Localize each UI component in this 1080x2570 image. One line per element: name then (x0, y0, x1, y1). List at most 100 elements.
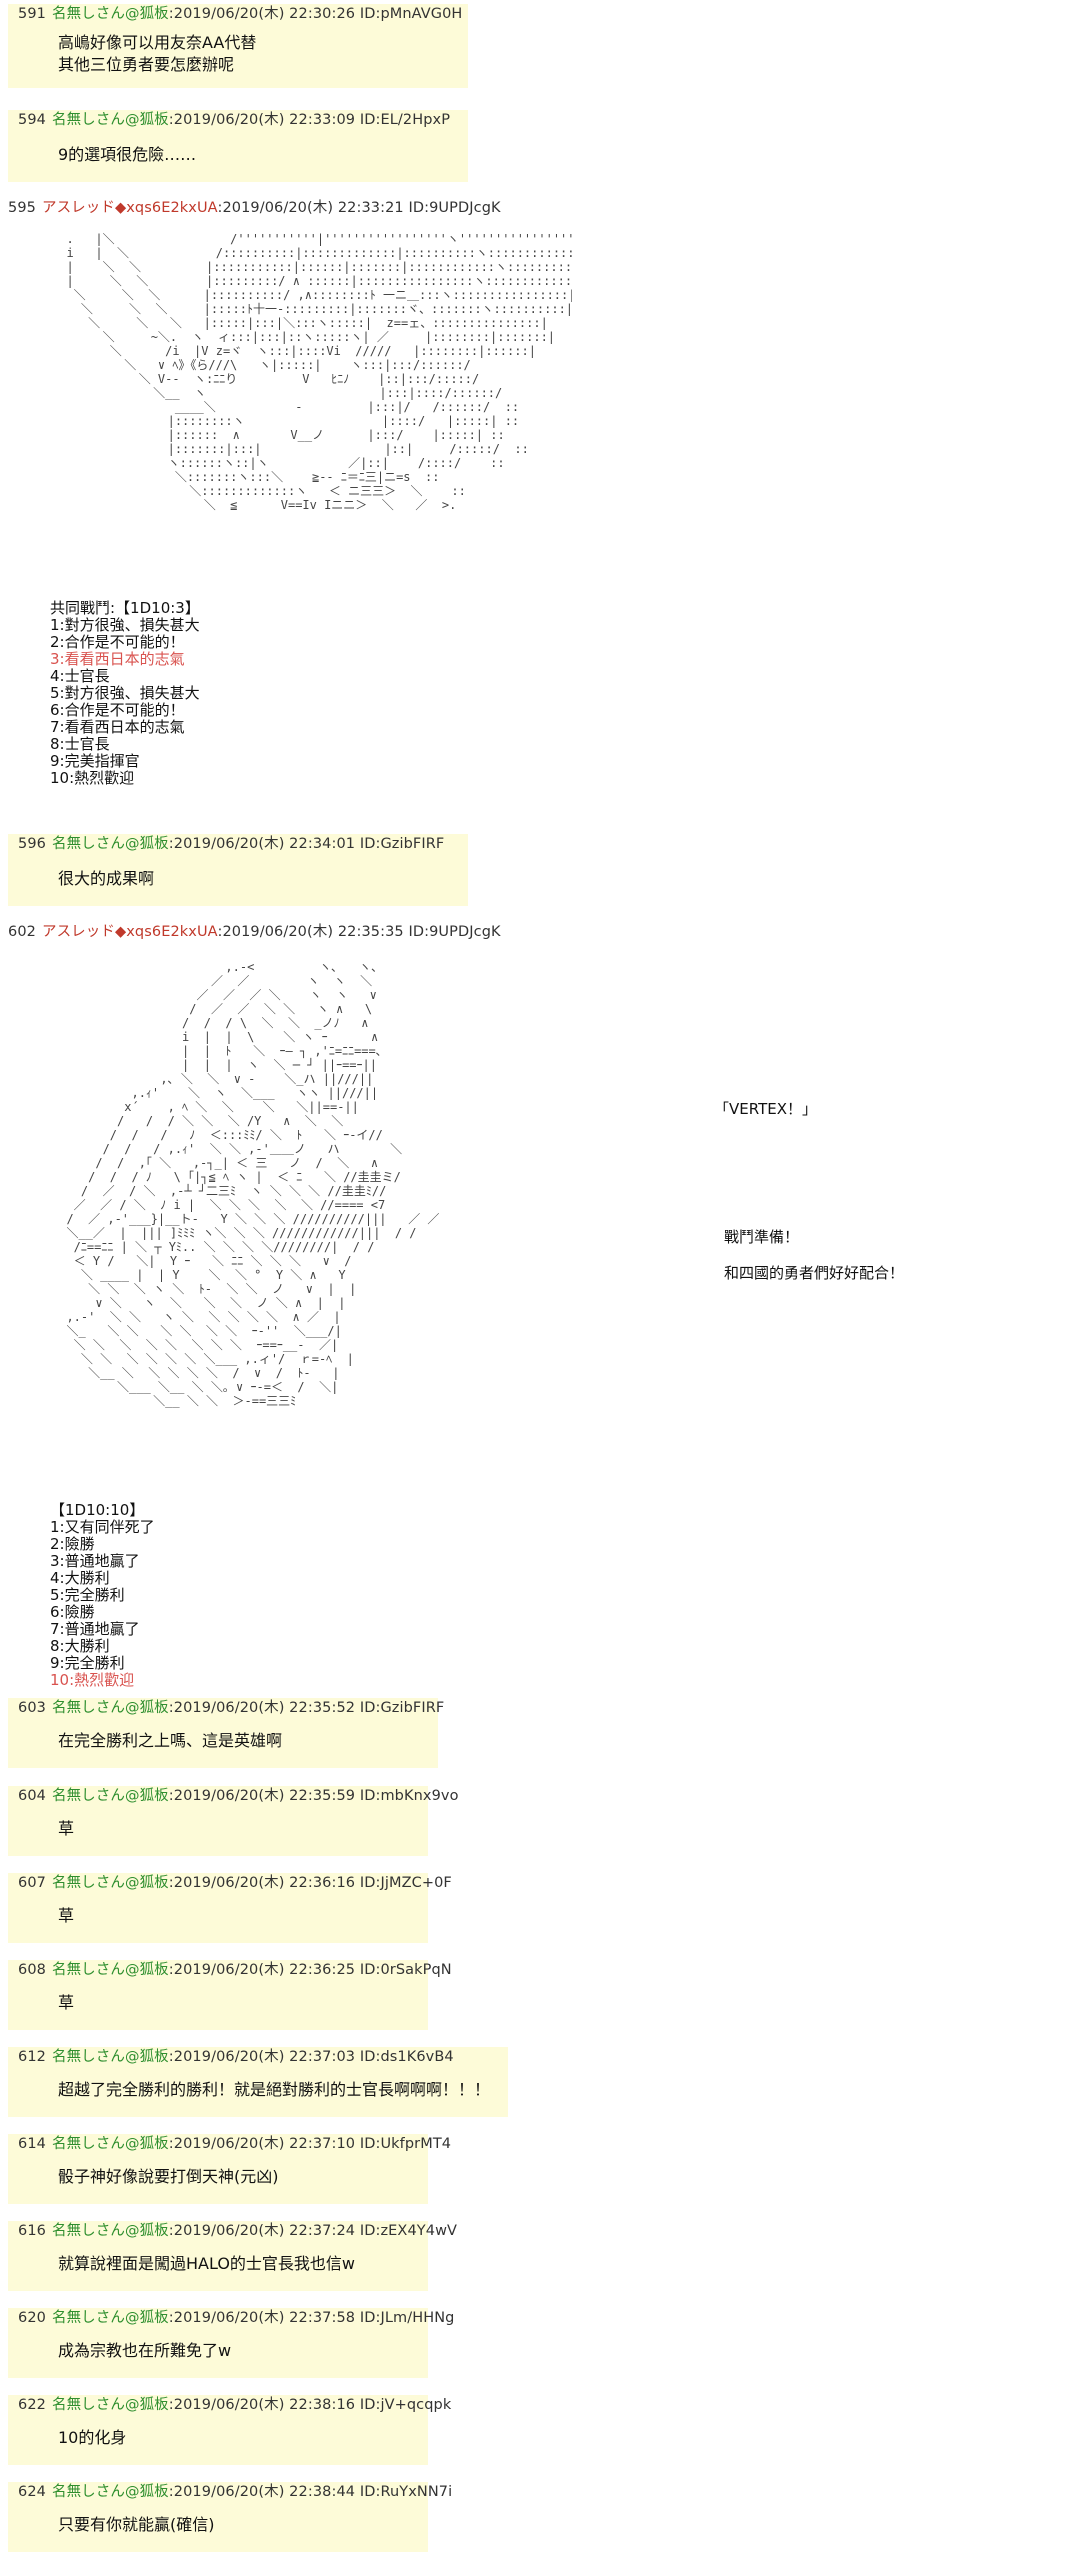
post-header: 624 名無しさん@狐板:2019/06/20(木) 22:38:44 ID:Ru… (8, 2482, 452, 2502)
post-number[interactable]: 620 (18, 2310, 46, 2326)
poster-name: 名無しさん@狐板 (51, 2397, 169, 2413)
poster-id[interactable]: ID:zEX4Y4wV (359, 2223, 458, 2239)
post-date: :2019/06/20(木) 22:30:26 (168, 6, 356, 22)
post-624: 624 名無しさん@狐板:2019/06/20(木) 22:38:44 ID:Ru… (8, 2482, 452, 2552)
post-date: :2019/06/20(木) 22:37:03 (168, 2049, 356, 2065)
post-number[interactable]: 595 (8, 200, 36, 216)
poster-name: 名無しさん@狐板 (51, 836, 169, 852)
dialogue-vertex: 「VERTEX！」 (714, 1100, 817, 1118)
poster-id[interactable]: ID:0rSakPqN (359, 1962, 452, 1978)
post-date: :2019/06/20(木) 22:38:44 (168, 2484, 356, 2500)
post-text: 就算說裡面是闖過HALO的士官長我也信w (58, 2254, 356, 2273)
post-header: 608 名無しさん@狐板:2019/06/20(木) 22:36:25 ID:0r… (8, 1960, 452, 1980)
poster-name: 名無しさん@狐板 (51, 2049, 169, 2065)
post-date: :2019/06/20(木) 22:35:59 (168, 1788, 356, 1804)
post-number[interactable]: 602 (8, 924, 36, 940)
post-date: :2019/06/20(木) 22:33:09 (168, 112, 356, 128)
dice-option: 1:對方很強、損失甚大 (50, 616, 200, 634)
post-608: 608 名無しさん@狐板:2019/06/20(木) 22:36:25 ID:0r… (8, 1960, 452, 2030)
poster-id[interactable]: ID:GzibFIRF (359, 836, 445, 852)
dice-option: 10:熱烈歡迎 (50, 1671, 135, 1689)
post-number[interactable]: 607 (18, 1875, 46, 1891)
post-text: 成為宗教也在所難免了w (58, 2341, 232, 2360)
poster-name: 名無しさん@狐板 (51, 2223, 169, 2239)
poster-id[interactable]: ID:EL/2HpxP (359, 112, 451, 128)
post-header: 604 名無しさん@狐板:2019/06/20(木) 22:35:59 ID:mb… (8, 1786, 459, 1806)
dice-option: 9:完美指揮官 (50, 752, 140, 770)
post-date: :2019/06/20(木) 22:37:24 (168, 2223, 356, 2239)
poster-id[interactable]: ID:mbKnx9vo (359, 1788, 459, 1804)
dialogue-line: 戰鬥準備！ (724, 1228, 800, 1246)
post-number[interactable]: 622 (18, 2397, 46, 2413)
post-607: 607 名無しさん@狐板:2019/06/20(木) 22:36:16 ID:Jj… (8, 1873, 452, 1943)
post-text: 草 (58, 1906, 75, 1925)
post-text: 高嶋好像可以用友奈AA代替 (58, 33, 257, 52)
poster-name: 名無しさん@狐板 (51, 2310, 169, 2326)
post-number[interactable]: 591 (18, 6, 46, 22)
post-number[interactable]: 614 (18, 2136, 46, 2152)
post-616: 616 名無しさん@狐板:2019/06/20(木) 22:37:24 ID:zE… (8, 2221, 457, 2291)
poster-id[interactable]: ID:pMnAVG0H (359, 6, 463, 22)
poster-id[interactable]: ID:JjMZC+0F (359, 1875, 452, 1891)
dice-option: 2:險勝 (50, 1535, 95, 1553)
post-number[interactable]: 612 (18, 2049, 46, 2065)
post-date: :2019/06/20(木) 22:36:16 (168, 1875, 356, 1891)
post-number[interactable]: 594 (18, 112, 46, 128)
poster-id[interactable]: ID:RuYxNN7i (359, 2484, 453, 2500)
poster-id[interactable]: ID:GzibFIRF (359, 1700, 445, 1716)
poster-id[interactable]: ID:ds1K6vB4 (359, 2049, 454, 2065)
post-header: 612 名無しさん@狐板:2019/06/20(木) 22:37:03 ID:ds… (8, 2047, 508, 2067)
post-date: :2019/06/20(木) 22:34:01 (168, 836, 356, 852)
dice-option: 4:士官長 (50, 667, 110, 685)
poster-name: 名無しさん@狐板 (51, 1788, 169, 1804)
dice-option: 1:又有同伴死了 (50, 1518, 155, 1536)
poster-name: 名無しさん@狐板 (51, 2484, 169, 2500)
post-number[interactable]: 624 (18, 2484, 46, 2500)
post-text: 骰子神好像說要打倒天神(元凶) (58, 2167, 279, 2186)
dice-option: 4:大勝利 (50, 1569, 110, 1587)
post-number[interactable]: 604 (18, 1788, 46, 1804)
ascii-art-character: . |＼ /'''''''''''|'''''''''''''''''ヽ''''… (66, 232, 572, 512)
poster-id[interactable]: ID:UkfprMT4 (359, 2136, 452, 2152)
ascii-art-battle: ,.-< ヽ､ ヽ、 ／ ／ ヽ ヽ ＼ ／ ／ ／ ＼ ヽ ヽ ∨ / ／ ／… (66, 960, 440, 1408)
post-date: :2019/06/20(木) 22:35:35 (217, 924, 404, 940)
post-text: 其他三位勇者要怎麼辦呢 (58, 55, 235, 74)
post-text: 只要有你就能贏(確信) (58, 2515, 215, 2534)
post-number[interactable]: 596 (18, 836, 46, 852)
poster-id[interactable]: ID:9UPDJcgK (408, 200, 501, 216)
post-number[interactable]: 616 (18, 2223, 46, 2239)
poster-id[interactable]: ID:jV+qcqpk (359, 2397, 452, 2413)
dialogue-line: 和四國的勇者們好好配合！ (724, 1264, 905, 1282)
post-text: 超越了完全勝利的勝利！就是絕對勝利的士官長啊啊啊！！！ (58, 2080, 491, 2099)
dice-option: 3:普通地贏了 (50, 1552, 140, 1570)
dice-title: 共同戰鬥:【1D10:3】 (50, 599, 200, 617)
post-text: 草 (58, 1819, 75, 1838)
post-date: :2019/06/20(木) 22:36:25 (168, 1962, 356, 1978)
post-number[interactable]: 608 (18, 1962, 46, 1978)
dice-option: 8:士官長 (50, 735, 110, 753)
post-date: :2019/06/20(木) 22:33:21 (217, 200, 404, 216)
dice-title: 【1D10:10】 (50, 1501, 145, 1519)
poster-id[interactable]: ID:9UPDJcgK (408, 924, 501, 940)
post-604: 604 名無しさん@狐板:2019/06/20(木) 22:35:59 ID:mb… (8, 1786, 459, 1856)
post-number[interactable]: 603 (18, 1700, 46, 1716)
poster-name: 名無しさん@狐板 (51, 1875, 169, 1891)
poster-name: 名無しさん@狐板 (51, 1962, 169, 1978)
post-text: 草 (58, 1993, 75, 2012)
post-text: 9的選項很危險…… (58, 145, 197, 164)
post-header: 607 名無しさん@狐板:2019/06/20(木) 22:36:16 ID:Jj… (8, 1873, 452, 1893)
post-header: 616 名無しさん@狐板:2019/06/20(木) 22:37:24 ID:zE… (8, 2221, 457, 2241)
poster-trip: ◆xqs6E2kxUA (114, 924, 218, 940)
poster-id[interactable]: ID:JLm/HHNg (359, 2310, 455, 2326)
